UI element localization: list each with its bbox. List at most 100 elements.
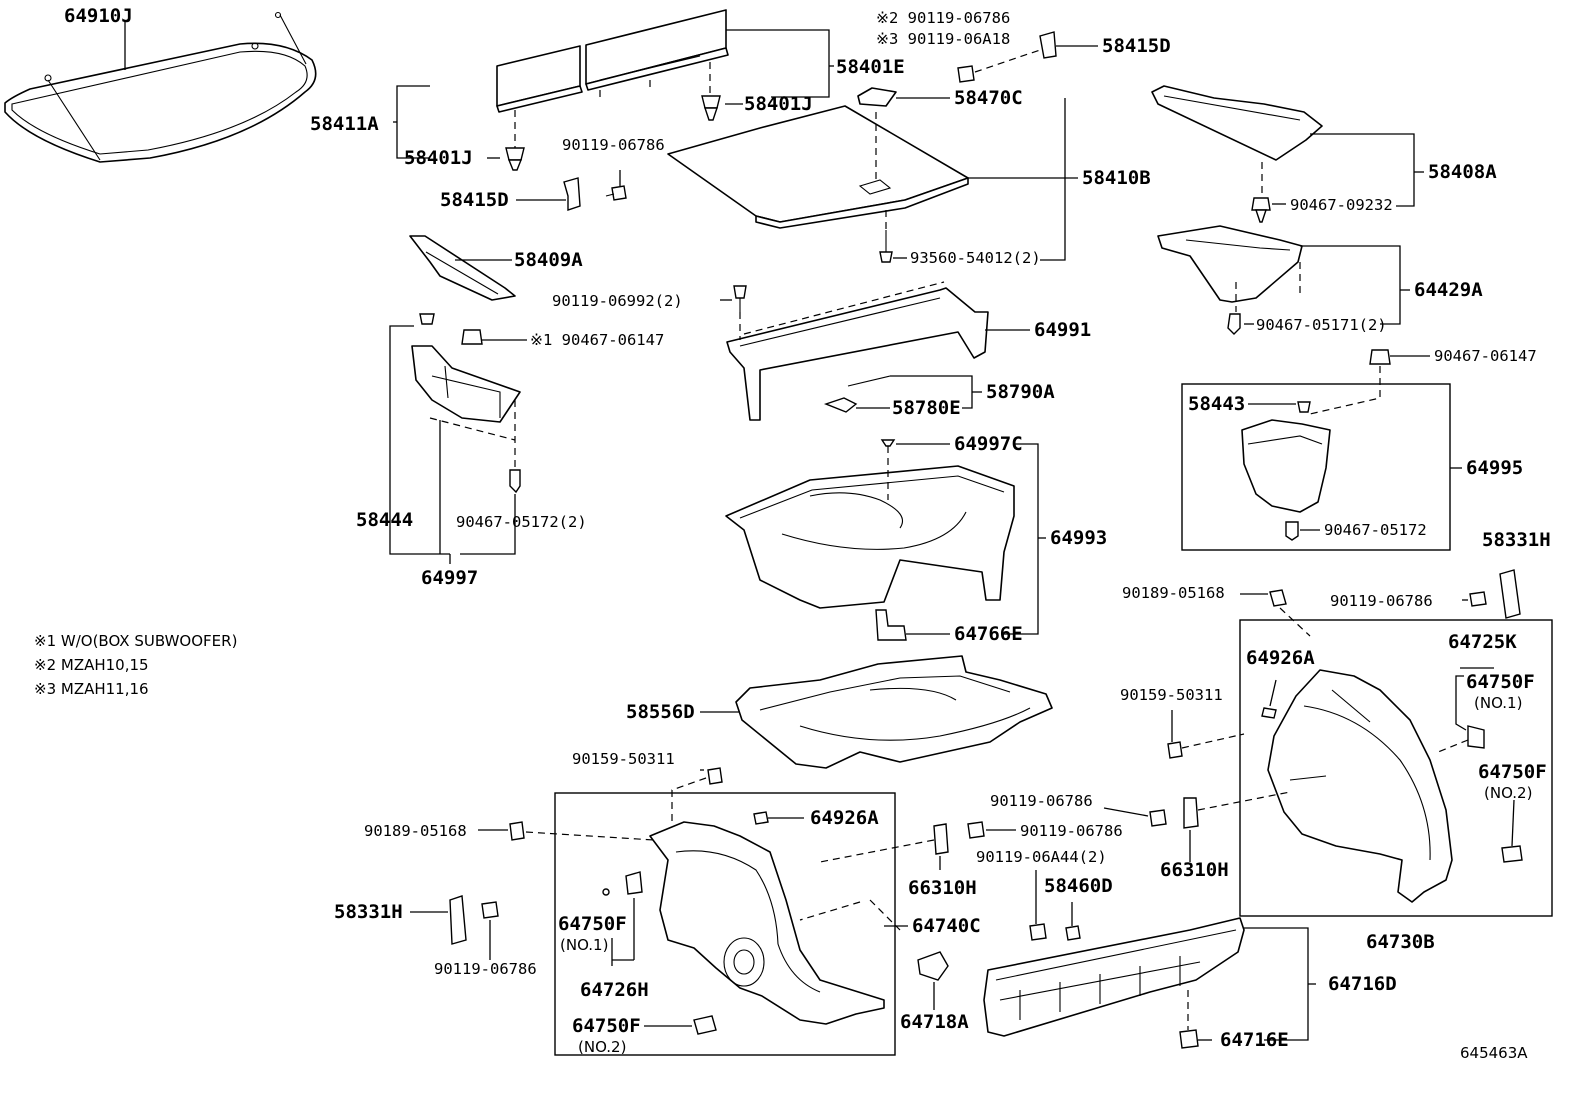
clip-90467-06147-right[interactable] [1369,349,1391,365]
clip-64750F-no2-right[interactable] [1501,845,1523,863]
label-58460D: 58460D [1044,875,1113,897]
label-90467-09232: 90467-09232 [1290,196,1393,214]
bolt-90159-50311-right[interactable] [1167,741,1183,759]
bolt-90119-06992[interactable] [733,285,747,312]
clip-64750F-no1-left[interactable] [602,871,643,896]
screw-93560-54012[interactable] [879,230,893,263]
label-64926A-right: 64926A [1246,647,1315,669]
trim-58331H-left[interactable] [449,895,467,945]
bracket-64766E[interactable] [875,609,907,641]
hook-58780E[interactable] [823,375,891,413]
clip-90467-09232[interactable] [1251,197,1271,223]
clip-90467-05172-right[interactable] [1285,521,1299,541]
clip-90467-05171[interactable] [1227,313,1241,335]
floor-silencer-58556D[interactable] [735,655,1053,769]
bracket-64718A[interactable] [917,951,949,981]
bracket-66310H-right[interactable] [1183,797,1199,829]
label-64766E: 64766E [954,623,1023,645]
bracket-58444[interactable] [411,345,521,423]
label-58411A: 58411A [310,113,379,135]
label-58331H-left: 58331H [334,901,403,923]
clip-90467-05172-left[interactable] [509,469,521,494]
label-64716D: 64716D [1328,973,1397,995]
deck-board-58410B[interactable] [667,105,969,229]
label-58415D-a: 58415D [440,189,509,211]
label-64910J: 64910J [64,5,133,27]
label-58470C: 58470C [954,87,1023,109]
clip-64926A-left[interactable] [753,811,769,825]
bolt-90119-06786-a[interactable] [605,185,627,201]
bolt-90119-06786-m2[interactable] [967,821,985,839]
tonneau-cover-64910J[interactable] [4,11,317,163]
group-box-64995 [1181,383,1451,551]
bolt-90159-50311-left[interactable] [707,767,723,785]
bolt-90119-06A44[interactable] [1029,923,1047,941]
label-58331H-right: 58331H [1482,529,1551,551]
label-64730B: 64730B [1366,931,1435,953]
clip-64997C[interactable] [880,439,896,447]
nut-58460D[interactable] [1065,925,1081,941]
clip-90189-05168-left[interactable] [509,821,525,841]
label-58556D: 58556D [626,701,695,723]
label-90467-05172: 90467-05172 [1324,521,1427,539]
clip-64926A-right[interactable] [1261,707,1277,719]
bracket-58415D-b[interactable] [1039,31,1057,59]
clip-64750F-no2-left[interactable] [693,1015,717,1035]
label-no2-right: (NO.2) [1484,784,1532,802]
label-58401E: 58401E [836,56,905,78]
label-58401J-a: 58401J [744,93,813,115]
label-64740C: 64740C [912,915,981,937]
clip-90189-05168-right[interactable] [1269,589,1287,607]
label-66310H-right: 66310H [1160,859,1229,881]
label-64716E: 64716E [1220,1029,1289,1051]
label-64725K: 64725K [1448,631,1517,653]
clip-58443[interactable] [1297,401,1311,413]
clip-58401J-a[interactable] [505,147,525,171]
label-90119-06786-note2: ※2 90119-06786 [876,9,1010,27]
label-58780E: 58780E [892,397,961,419]
label-66310H-left: 66310H [908,877,977,899]
label-58409A: 58409A [514,249,583,271]
label-90467-06147: 90467-06147 [1434,347,1537,365]
group-box-64730B [1239,619,1553,917]
trim-58409A[interactable] [409,235,516,301]
bolt-90119-06786-06A18[interactable] [957,65,975,83]
bolt-90119-06786-right[interactable] [1469,591,1487,607]
clip-58401J-b[interactable] [701,95,721,121]
bolt-90119-06786-m1[interactable] [1149,809,1167,827]
deck-board-58401E[interactable] [585,9,729,91]
bracket-58415D-a[interactable] [563,177,581,211]
note-1: ※1 W/O(BOX SUBWOOFER) [34,632,237,650]
cover-58470C[interactable] [857,87,897,107]
bracket-66310H-left[interactable] [933,823,949,855]
clip-64750F-no1-right[interactable] [1467,725,1485,749]
bolt-90119-06786-left[interactable] [481,901,499,919]
label-90119-06A44-2: 90119-06A44(2) [976,848,1107,866]
label-90119-06786-a: 90119-06786 [562,136,665,154]
quarter-trim-64740C[interactable] [649,821,885,1025]
trim-58408A[interactable] [1151,85,1323,161]
label-64726H: 64726H [580,979,649,1001]
bracket-64995[interactable] [1241,419,1331,513]
trim-58331H-right[interactable] [1499,569,1521,619]
label-no1-left: (NO.1) [560,936,608,954]
label-90159-50311-left: 90159-50311 [572,750,675,768]
label-no2-left: (NO.2) [578,1038,626,1056]
label-58415D-b: 58415D [1102,35,1171,57]
bracket-64429A[interactable] [1157,225,1303,303]
label-64926A-left: 64926A [810,807,879,829]
label-90159-50311-right: 90159-50311 [1120,686,1223,704]
clip-90467-06147-left[interactable] [461,329,483,345]
rail-64991[interactable] [726,287,989,421]
label-64750F-no1-right: 64750F [1466,671,1535,693]
clip-58444-top[interactable] [419,313,435,325]
clip-64716E[interactable] [1179,1029,1199,1049]
scuff-plate-64716D[interactable] [983,917,1245,1037]
deck-board-58411A[interactable] [496,45,583,113]
storage-box-64993[interactable] [725,465,1015,609]
label-90119-06786-left: 90119-06786 [434,960,537,978]
quarter-trim-64730B[interactable] [1267,669,1453,903]
label-58443: 58443 [1188,393,1245,415]
label-90467-05171-2: 90467-05171(2) [1256,316,1387,334]
